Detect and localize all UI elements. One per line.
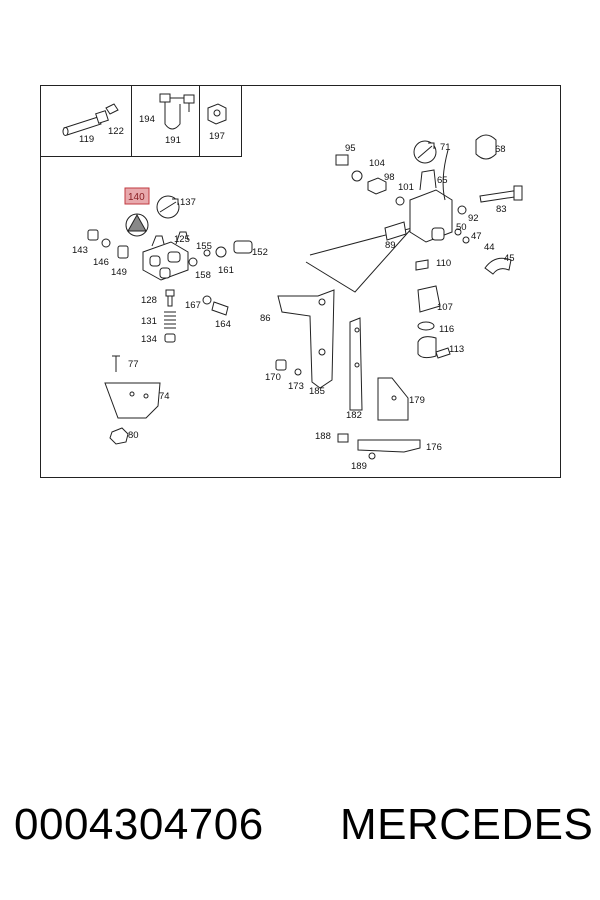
part-label: 149 — [111, 267, 127, 278]
part-label: 167 — [185, 300, 201, 311]
valve-assembly-left — [87, 195, 253, 343]
parts-diagram: 140 119 122 194 191 197 137 125 143 146 … — [40, 85, 561, 478]
part-label: 95 — [345, 143, 356, 154]
product-caption: 0004304706 MERCEDES — [0, 800, 600, 860]
part-label: 158 — [195, 270, 211, 281]
part-label: 176 — [426, 442, 442, 453]
clamp-drawing — [159, 93, 195, 130]
part-label: 107 — [437, 302, 453, 313]
part-label: 164 — [215, 319, 231, 330]
part-label: 113 — [449, 344, 464, 355]
part-label: 80 — [128, 430, 139, 441]
part-label: 83 — [496, 204, 507, 215]
part-label: 161 — [218, 265, 234, 276]
part-label: 179 — [409, 395, 425, 406]
part-label: 152 — [252, 247, 268, 258]
connection-line — [305, 227, 414, 293]
nut-drawing — [207, 103, 227, 125]
bracket-left — [104, 355, 161, 445]
part-label: 101 — [398, 182, 414, 193]
part-label: 65 — [437, 175, 448, 186]
part-label: 191 — [165, 135, 181, 146]
brand-name: MERCEDES — [340, 800, 594, 849]
diagram-frame — [40, 85, 561, 478]
part-label: 45 — [504, 253, 515, 264]
part-label: 128 — [141, 295, 157, 306]
part-label: 194 — [139, 114, 155, 125]
valve-assembly-right — [335, 134, 523, 359]
part-number: 0004304706 — [14, 800, 264, 849]
part-label: 125 — [174, 234, 190, 245]
part-label: 71 — [440, 142, 451, 153]
part-label: 173 — [288, 381, 304, 392]
part-label: 131 — [141, 316, 157, 327]
part-label: 146 — [93, 257, 109, 268]
part-label: 86 — [260, 313, 271, 324]
part-label: 170 — [265, 372, 281, 383]
part-label: 182 — [346, 410, 362, 421]
part-label: 155 — [196, 241, 212, 252]
part-label: 104 — [369, 158, 385, 169]
part-label: 77 — [128, 359, 139, 370]
part-label: 137 — [180, 197, 196, 208]
part-label: 50 — [456, 222, 467, 233]
part-label: 197 — [209, 131, 225, 142]
part-label: 47 — [471, 231, 482, 242]
part-label: 185 — [309, 386, 325, 397]
part-label: 98 — [384, 172, 395, 183]
part-label: 92 — [468, 213, 479, 224]
part-label: 44 — [484, 242, 495, 253]
part-label: 188 — [315, 431, 331, 442]
highlight-box — [124, 187, 150, 205]
part-labels: 140 119 122 194 191 197 137 125 143 146 … — [72, 114, 515, 472]
part-label: 122 — [108, 126, 124, 137]
part-label: 89 — [385, 240, 396, 251]
part-label: 68 — [495, 144, 506, 155]
part-label: 143 — [72, 245, 88, 256]
part-label: 116 — [439, 324, 454, 335]
part-label: 134 — [141, 334, 157, 345]
part-label: 119 — [79, 134, 94, 145]
inset-boxes — [40, 85, 242, 157]
pipe-fitting-drawing — [62, 103, 119, 136]
part-label: 110 — [436, 258, 451, 269]
part-label: 189 — [351, 461, 367, 472]
highlight-label: 140 — [128, 192, 145, 203]
bracket-center — [275, 289, 421, 460]
part-label: 74 — [159, 391, 170, 402]
